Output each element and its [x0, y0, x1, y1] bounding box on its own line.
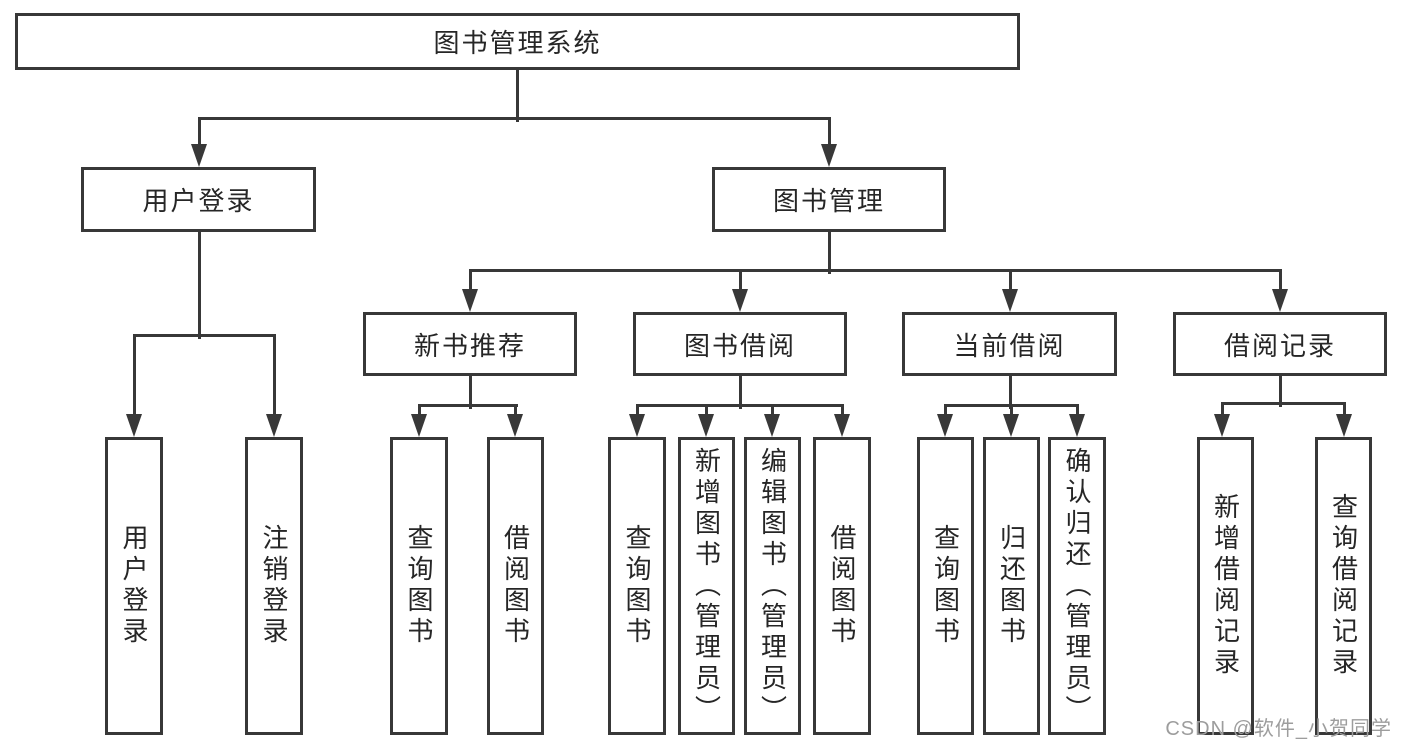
node-query-books-current: 查询图书 [917, 437, 974, 735]
arrow-stem-new-book-recommend-to-children [417, 403, 421, 418]
arrow-stem-book-borrow-to-children [704, 403, 708, 418]
node-logout-leaf: 注销登录 [245, 437, 303, 735]
connector-line-book-borrow-to-children [635, 403, 844, 407]
arrowhead-icon [1336, 414, 1352, 437]
node-query-borrow-record: 查询借阅记录 [1315, 437, 1372, 735]
node-label-borrow-books-leaf: 借阅图书 [827, 524, 857, 648]
arrowhead-icon [732, 289, 748, 312]
arrow-stem-book-management-to-level3 [738, 268, 742, 293]
arrowhead-icon [1003, 414, 1019, 437]
arrow-stem-borrow-records-to-children [1342, 401, 1346, 418]
node-return-books: 归还图书 [983, 437, 1040, 735]
node-label-borrow-records: 借阅记录 [1223, 330, 1336, 361]
node-label-add-books-admin: 新增图书（管理员） [691, 446, 722, 726]
node-edit-books-admin: 编辑图书（管理员） [744, 437, 801, 735]
arrowhead-icon [937, 414, 953, 437]
connector-line-system-to-level2 [515, 68, 519, 122]
arrow-stem-user-login-to-children [272, 333, 276, 418]
node-label-user-login: 用户登录 [142, 186, 255, 216]
arrowhead-icon [698, 414, 714, 437]
arrow-stem-book-management-to-level3 [1008, 268, 1012, 293]
node-book-management: 图书管理 [712, 167, 946, 232]
node-label-current-borrow: 当前借阅 [953, 330, 1066, 361]
arrow-stem-user-login-to-children [132, 333, 136, 418]
arrow-stem-book-management-to-level3 [1278, 268, 1282, 293]
arrow-stem-book-borrow-to-children [840, 403, 844, 418]
connector-line-new-book-recommend-to-children [468, 374, 472, 409]
node-book-borrow: 图书借阅 [633, 312, 847, 376]
arrowhead-icon [1214, 414, 1230, 437]
node-new-book-recommend: 新书推荐 [363, 312, 577, 376]
arrowhead-icon [507, 414, 523, 437]
node-user-login-leaf: 用户登录 [105, 437, 163, 735]
node-label-query-books-borrow: 查询图书 [622, 524, 652, 648]
node-label-book-borrow: 图书借阅 [683, 330, 796, 361]
node-add-borrow-record: 新增借阅记录 [1197, 437, 1254, 735]
node-query-books-recommend: 查询图书 [390, 437, 448, 735]
arrow-stem-book-management-to-level3 [468, 268, 472, 293]
connector-line-user-login-to-children [197, 230, 201, 339]
arrow-stem-new-book-recommend-to-children [513, 403, 517, 418]
arrowhead-icon [834, 414, 850, 437]
node-label-query-borrow-record: 查询借阅记录 [1328, 493, 1359, 679]
arrowhead-icon [629, 414, 645, 437]
node-user-login: 用户登录 [81, 167, 316, 232]
arrow-stem-system-to-level2 [827, 116, 831, 148]
connector-line-user-login-to-children [132, 333, 276, 337]
node-query-books-borrow: 查询图书 [608, 437, 666, 735]
node-system: 图书管理系统 [15, 13, 1020, 70]
connector-line-book-management-to-level3 [468, 268, 1282, 272]
node-label-return-books: 归还图书 [996, 524, 1027, 648]
node-current-borrow: 当前借阅 [902, 312, 1117, 376]
node-label-logout-leaf: 注销登录 [259, 524, 289, 648]
node-label-query-books-recommend: 查询图书 [404, 524, 434, 648]
arrowhead-icon [266, 414, 282, 437]
node-label-add-borrow-record: 新增借阅记录 [1210, 493, 1241, 679]
connector-line-system-to-level2 [197, 116, 831, 120]
arrowhead-icon [764, 414, 780, 437]
node-label-book-management: 图书管理 [772, 186, 885, 216]
node-add-books-admin: 新增图书（管理员） [678, 437, 735, 735]
arrow-stem-book-borrow-to-children [770, 403, 774, 418]
arrow-stem-current-borrow-to-children [1075, 403, 1079, 418]
arrowhead-icon [411, 414, 427, 437]
node-label-edit-books-admin: 编辑图书（管理员） [757, 446, 788, 726]
connector-line-book-management-to-level3 [827, 230, 831, 274]
csdn-watermark: CSDN @软件_小贺同学 [1165, 718, 1392, 740]
node-label-system: 图书管理系统 [433, 28, 602, 58]
arrow-stem-book-borrow-to-children [635, 403, 639, 418]
connector-line-borrow-records-to-children [1220, 401, 1346, 405]
node-borrow-records: 借阅记录 [1173, 312, 1387, 376]
connector-line-current-borrow-to-children [1008, 374, 1012, 409]
arrowhead-icon [191, 144, 207, 167]
node-label-confirm-return-admin: 确认归还（管理员） [1062, 446, 1092, 726]
node-label-user-login-leaf: 用户登录 [119, 524, 149, 648]
arrow-stem-system-to-level2 [197, 116, 201, 148]
connector-line-new-book-recommend-to-children [417, 403, 518, 407]
node-borrow-books-leaf: 借阅图书 [813, 437, 871, 735]
arrowhead-icon [462, 289, 478, 312]
arrowhead-icon [1002, 289, 1018, 312]
node-borrow-books-recommend: 借阅图书 [487, 437, 544, 735]
arrowhead-icon [1272, 289, 1288, 312]
arrowhead-icon [126, 414, 142, 437]
node-label-query-books-current: 查询图书 [930, 524, 961, 648]
node-confirm-return-admin: 确认归还（管理员） [1048, 437, 1106, 735]
node-label-borrow-books-recommend: 借阅图书 [500, 524, 531, 648]
arrowhead-icon [821, 144, 837, 167]
arrow-stem-current-borrow-to-children [943, 403, 947, 418]
arrow-stem-borrow-records-to-children [1220, 401, 1224, 418]
arrow-stem-current-borrow-to-children [1009, 403, 1013, 418]
node-label-new-book-recommend: 新书推荐 [413, 330, 526, 361]
connector-line-book-borrow-to-children [738, 374, 742, 409]
connector-line-borrow-records-to-children [1278, 374, 1282, 407]
arrowhead-icon [1069, 414, 1085, 437]
